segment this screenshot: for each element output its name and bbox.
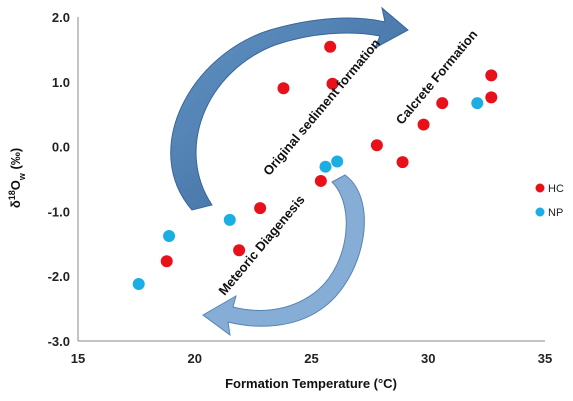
y-tick-label: -2.0: [48, 269, 70, 284]
data-point-hc: [436, 97, 449, 110]
x-ticks: 15 20 25 30 35: [71, 351, 552, 366]
annotation-original-sediment: Original sediment formation: [260, 36, 383, 178]
legend-marker-hc: [535, 183, 545, 193]
data-point-hc: [324, 40, 337, 53]
x-tick-label: 35: [538, 351, 552, 366]
data-points: [132, 40, 498, 290]
data-point-hc: [370, 139, 383, 152]
data-point-hc: [160, 255, 173, 268]
x-tick-label: 30: [421, 351, 435, 366]
y-axis-title: δ18Ow (‰): [7, 148, 27, 208]
data-point-hc: [326, 77, 339, 90]
legend-label-hc: HC: [548, 183, 564, 195]
data-point-np: [319, 160, 332, 173]
x-tick-label: 20: [188, 351, 202, 366]
data-point-np: [223, 213, 236, 226]
data-point-hc: [277, 82, 290, 95]
data-point-hc: [417, 118, 430, 131]
x-tick-label: 15: [71, 351, 85, 366]
data-point-np: [471, 97, 484, 110]
data-point-hc: [254, 202, 267, 215]
y-ticks: 2.0 1.0 0.0 -1.0 -2.0 -3.0: [48, 10, 70, 349]
legend-label-np: NP: [548, 207, 563, 219]
data-point-hc: [485, 69, 498, 82]
data-point-np: [163, 230, 176, 243]
data-point-np: [132, 277, 145, 290]
y-tick-label: 1.0: [52, 75, 70, 90]
data-point-hc: [233, 244, 246, 257]
y-tick-label: 2.0: [52, 10, 70, 25]
annotation-calcrete: Calcrete Formation: [393, 27, 481, 127]
legend-marker-np: [535, 207, 545, 217]
data-point-hc: [314, 174, 327, 187]
x-axis-title: Formation Temperature (°C): [225, 376, 397, 391]
y-tick-label: 0.0: [52, 140, 70, 155]
data-point-hc: [396, 156, 409, 169]
y-tick-label: -1.0: [48, 204, 70, 219]
data-point-hc: [485, 91, 498, 104]
y-tick-label: -3.0: [48, 334, 70, 349]
x-tick-label: 25: [304, 351, 318, 366]
legend: HC NP: [535, 183, 564, 219]
upper-curved-arrow: [170, 6, 409, 211]
data-point-np: [331, 155, 344, 168]
lower-curved-arrow: [202, 174, 365, 337]
